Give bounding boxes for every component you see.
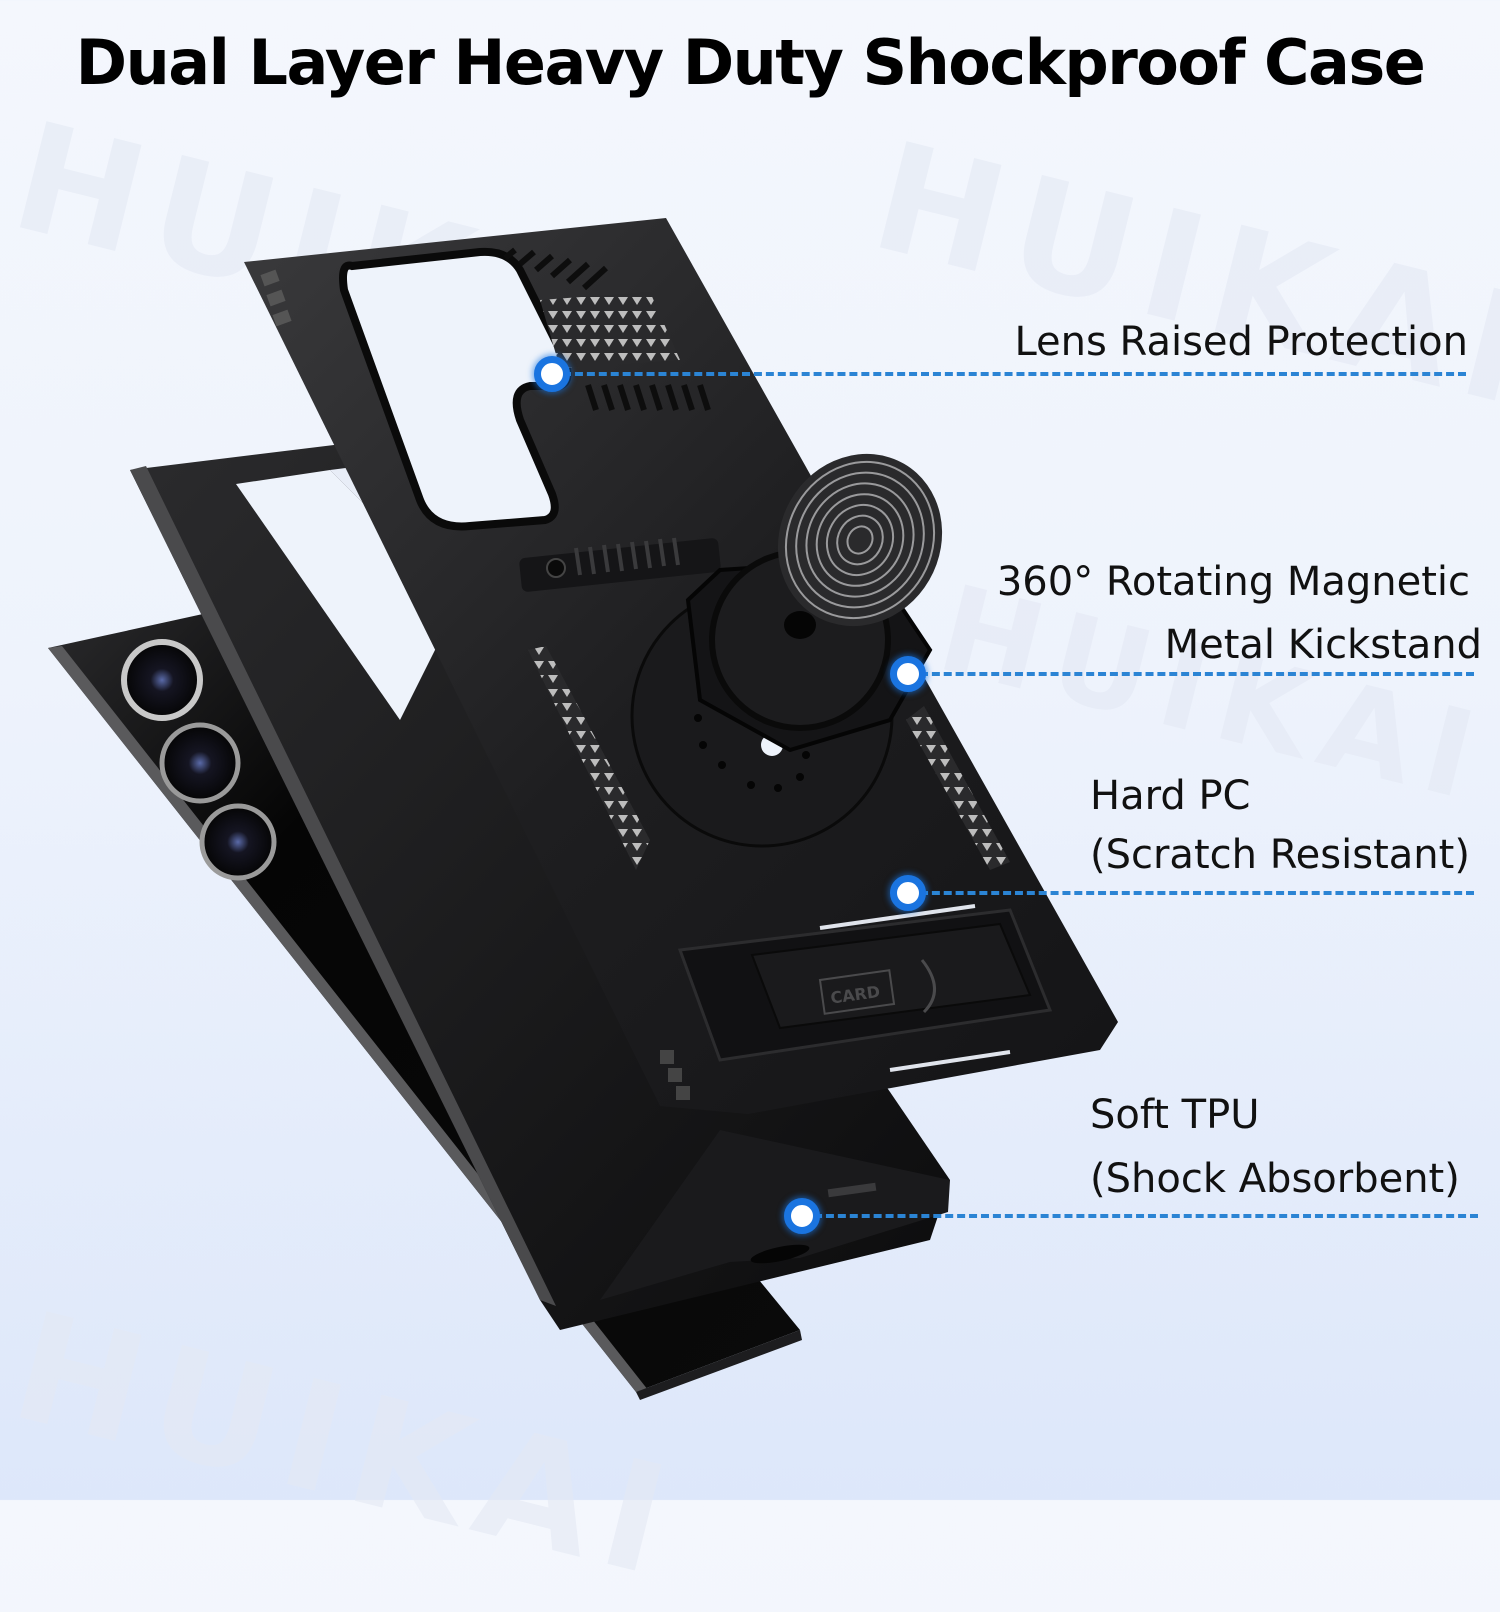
product-illustration: CARD bbox=[48, 218, 1118, 1400]
callout-kickstand-leader bbox=[920, 672, 1474, 676]
tpu-bottom-edge bbox=[600, 1130, 950, 1300]
callout-tpu-line2: (Shock Absorbent) bbox=[1090, 1156, 1460, 1202]
callout-tpu-leader bbox=[814, 1214, 1478, 1218]
callout-hardpc-line2: (Scratch Resistant) bbox=[1090, 832, 1470, 878]
callout-lens-label: Lens Raised Protection bbox=[1014, 319, 1468, 365]
callout-lens-leader bbox=[563, 372, 1466, 376]
callout-kickstand-line1: 360° Rotating Magnetic bbox=[996, 559, 1470, 605]
callout-tpu-line1: Soft TPU bbox=[1090, 1092, 1260, 1138]
callout-hardpc-dot bbox=[890, 875, 926, 911]
callout-lens-dot bbox=[534, 356, 570, 392]
page-title: Dual Layer Heavy Duty Shockproof Case bbox=[75, 26, 1426, 99]
card-slot: CARD bbox=[677, 904, 1053, 1072]
callout-tpu-dot bbox=[784, 1198, 820, 1234]
camera-lenses bbox=[121, 639, 277, 881]
kickstand-ring bbox=[685, 453, 943, 753]
callout-hardpc-leader bbox=[920, 891, 1474, 895]
callout-kickstand-dot bbox=[890, 656, 926, 692]
callout-kickstand-line2: Metal Kickstand bbox=[1164, 622, 1482, 668]
callout-hardpc-line1: Hard PC bbox=[1090, 773, 1251, 819]
